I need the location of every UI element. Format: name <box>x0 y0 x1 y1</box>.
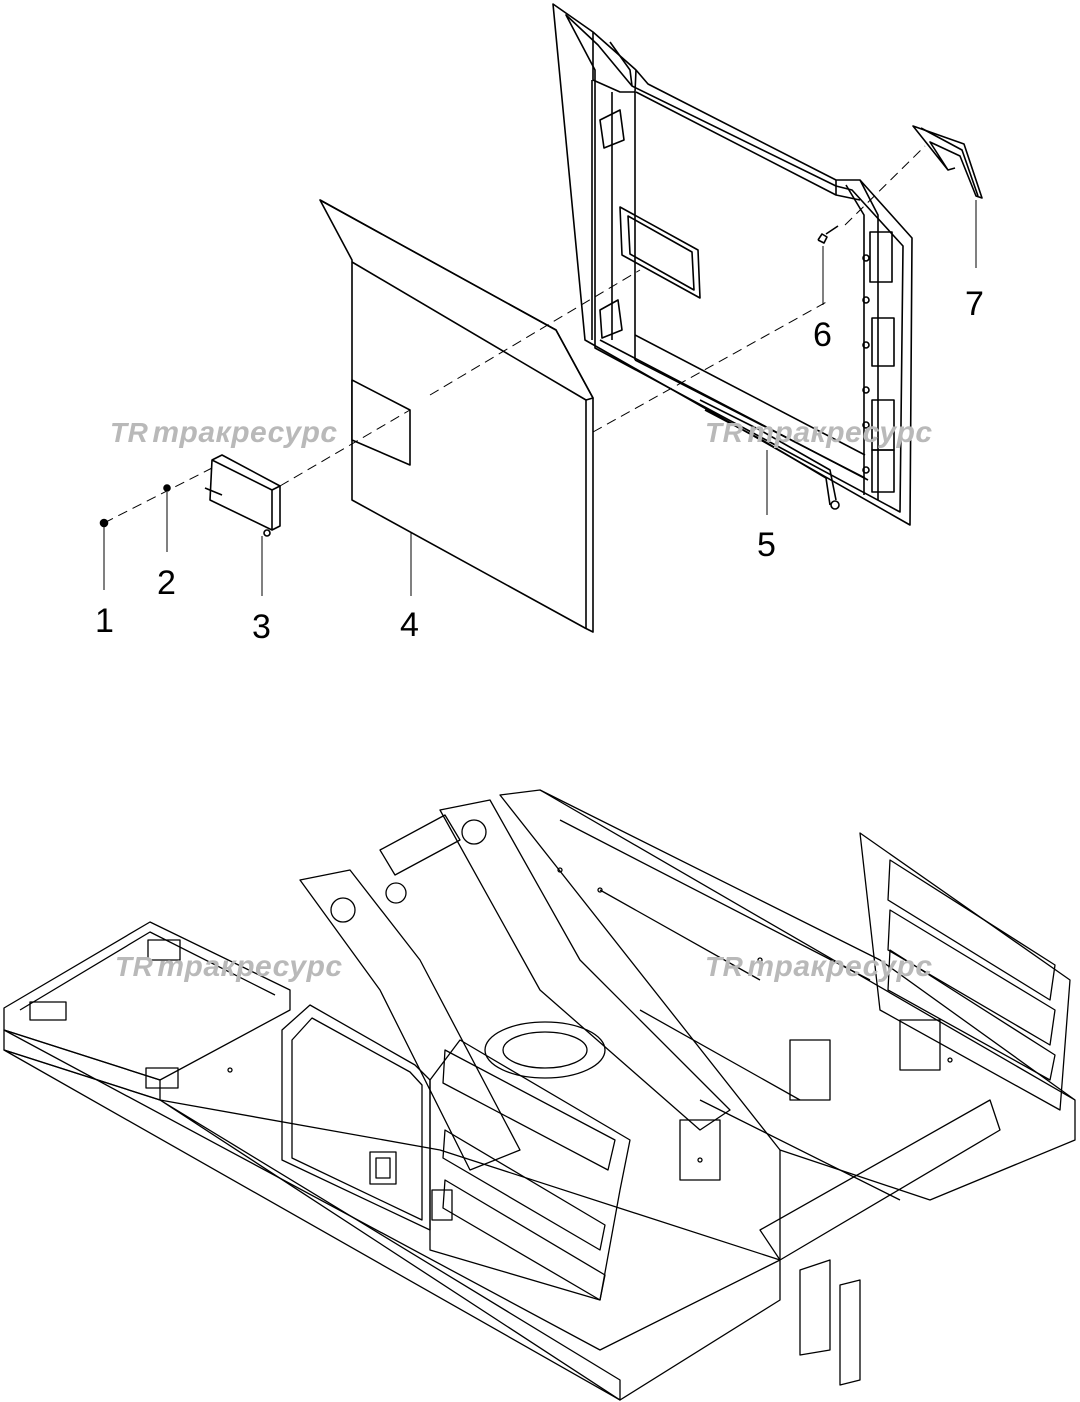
screw-part-6 <box>817 225 839 244</box>
callout-3: 3 <box>252 608 271 646</box>
module-box-part-3 <box>204 454 281 537</box>
callout-2: 2 <box>157 564 176 602</box>
callout-5: 5 <box>757 526 776 564</box>
watermark-text: тракресурс <box>747 950 933 983</box>
door-frame-part-5 <box>552 3 913 526</box>
watermark-logo: TR <box>115 951 154 982</box>
callout-6: 6 <box>813 316 832 354</box>
callout-1: 1 <box>95 602 114 640</box>
frame-assembly-view <box>3 789 1076 1401</box>
watermark-logo: TR <box>705 417 744 448</box>
watermark-text: тракресурс <box>747 416 933 449</box>
corner-trim-part-7 <box>912 125 983 199</box>
watermark-text: тракресурс <box>152 416 338 449</box>
watermark-text: тракресурс <box>157 950 343 983</box>
callout-7: 7 <box>965 285 984 323</box>
callout-4: 4 <box>400 606 419 644</box>
watermark-logo: TR <box>705 951 744 982</box>
insulation-panel-part-4 <box>319 199 594 633</box>
watermark-logo: TR <box>110 417 149 448</box>
